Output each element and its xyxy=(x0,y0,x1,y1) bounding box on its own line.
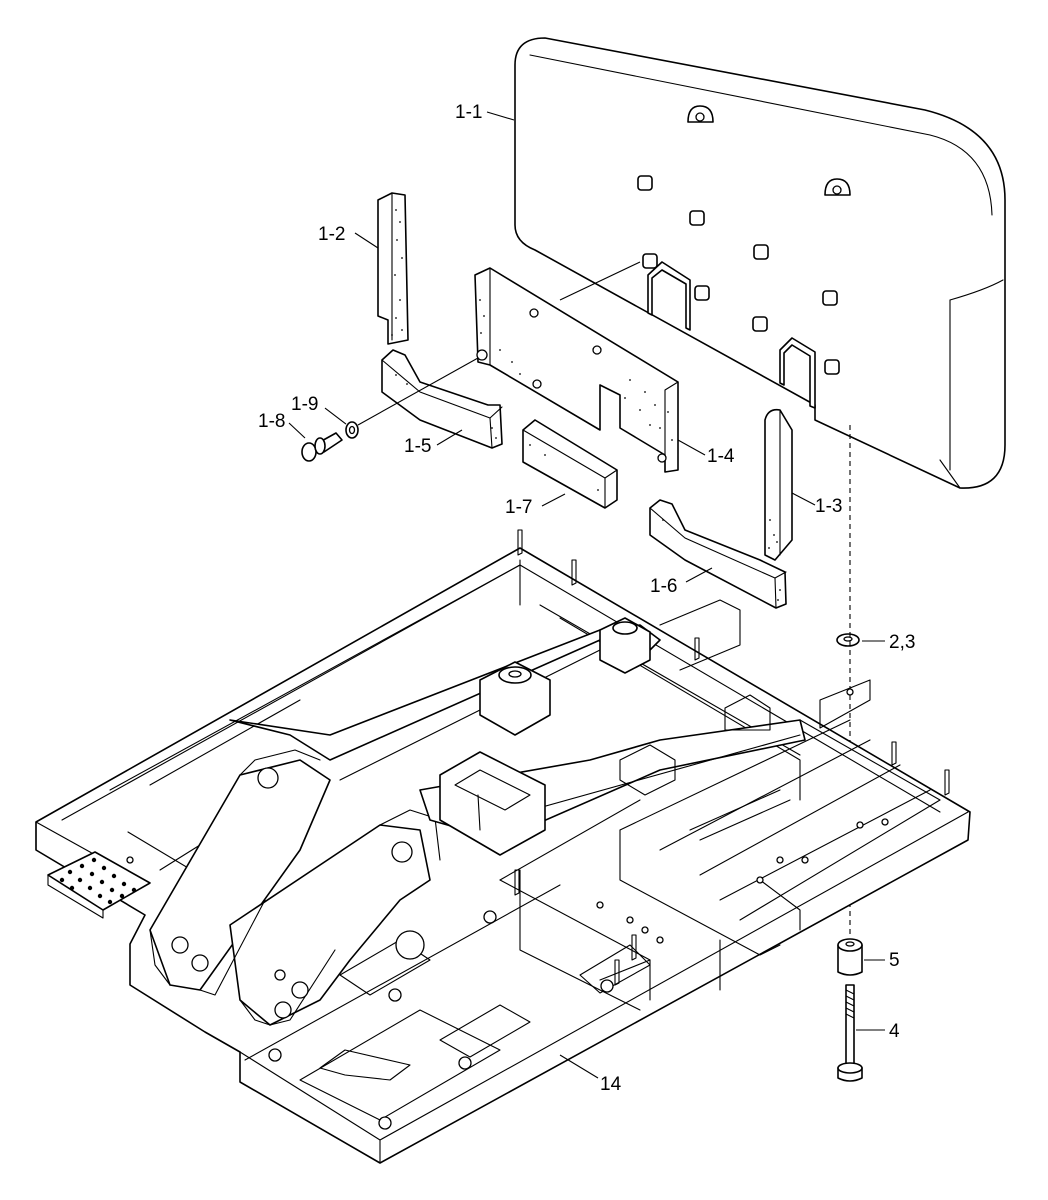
callout-labels: 1-1 1-2 1-3 1-4 1-5 1-6 1-7 1-8 1-9 2,3 … xyxy=(258,102,915,1095)
left-upright-plate-part xyxy=(377,192,409,345)
callout-1-5: 1-5 xyxy=(404,436,431,457)
callout-1-8: 1-8 xyxy=(258,411,285,432)
bushing-5-part xyxy=(837,938,863,976)
callout-1-2: 1-2 xyxy=(318,224,345,245)
upper-frame-part xyxy=(35,529,971,1164)
washer-1-9-part xyxy=(345,421,359,439)
callout-14: 14 xyxy=(600,1074,622,1095)
callout-1-1: 1-1 xyxy=(455,102,482,123)
counterweight-part xyxy=(514,37,1006,489)
callout-1-3: 1-3 xyxy=(815,496,842,517)
callout-1-6: 1-6 xyxy=(650,576,677,597)
back-plate-part xyxy=(474,267,679,473)
assembly-line-plate xyxy=(559,261,641,301)
callout-4: 4 xyxy=(889,1021,900,1042)
right-upright-plate-part xyxy=(764,408,793,561)
leader-lines xyxy=(288,111,885,1079)
callout-5: 5 xyxy=(889,950,900,971)
assembly-line-washer xyxy=(357,357,479,426)
right-base-plate-part xyxy=(649,499,787,609)
bolt-1-8-part xyxy=(301,432,343,462)
bolt-4-part xyxy=(837,984,863,1082)
left-base-plate-part xyxy=(381,349,503,449)
callout-2-3: 2,3 xyxy=(889,632,915,653)
callout-1-7: 1-7 xyxy=(505,497,532,518)
callout-1-4: 1-4 xyxy=(707,446,735,467)
washer-2-3-part xyxy=(836,633,860,647)
callout-1-9: 1-9 xyxy=(291,394,318,415)
spacer-block-part xyxy=(522,419,618,509)
